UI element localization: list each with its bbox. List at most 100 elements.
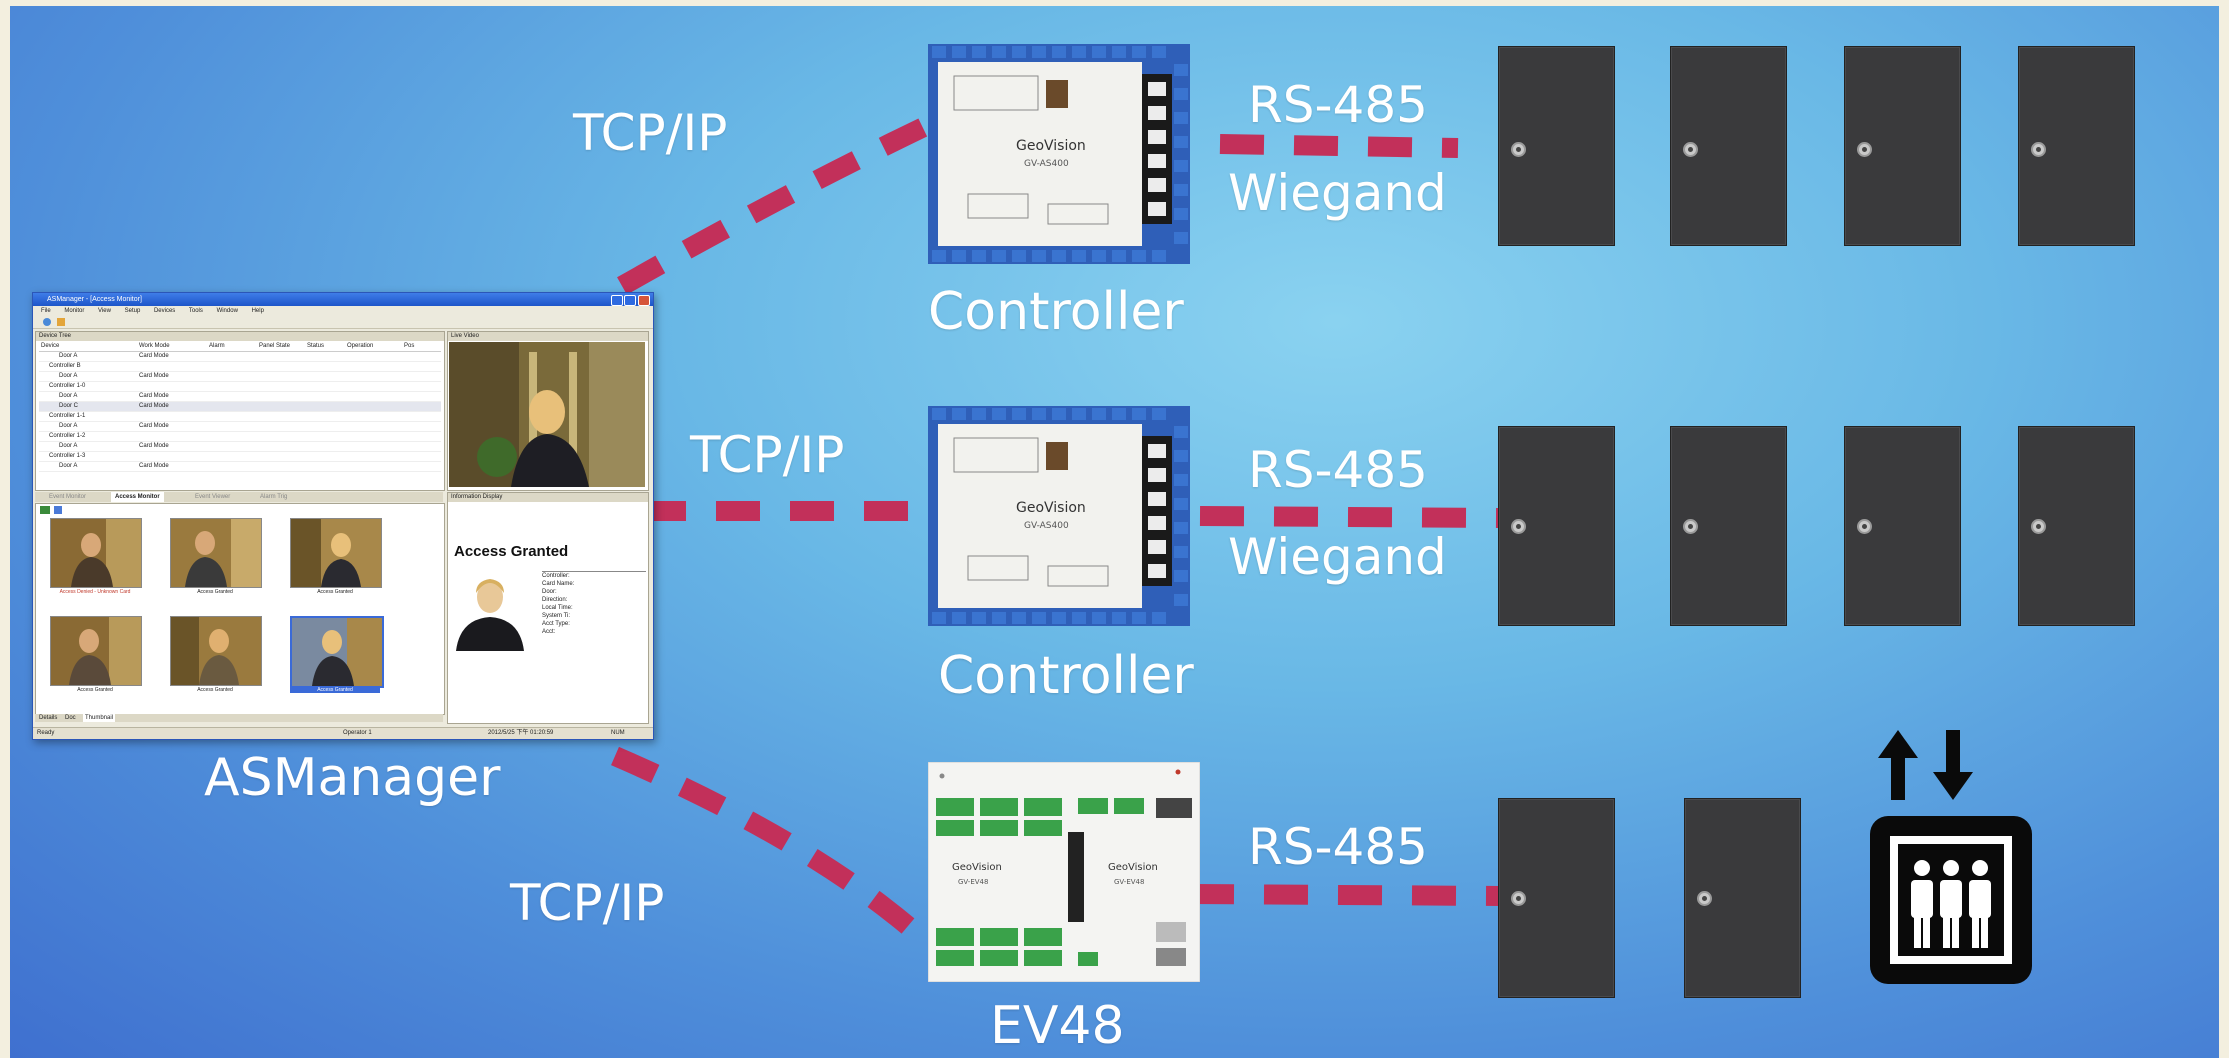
monitor-tabs: Event Monitor Access Monitor Event Viewe… — [35, 492, 443, 502]
row-device: Controller 1-0 — [49, 383, 86, 389]
row-mode: Card Mode — [139, 353, 169, 359]
row-device: Door A — [59, 393, 78, 399]
door-icon — [1684, 798, 1801, 998]
menu-help: Help — [251, 308, 264, 314]
door-knob — [1697, 891, 1712, 906]
rs485-label-2: RS-485 — [1248, 441, 1428, 499]
row-device: Door C — [59, 403, 79, 409]
window-titlebar: ASManager - [Access Monitor] — [33, 293, 653, 306]
ev48-model-text: GV-EV48 — [958, 878, 988, 886]
row-device: Door A — [59, 353, 78, 359]
row-mode: Card Mode — [139, 373, 169, 379]
row-device: Controller B — [49, 363, 81, 369]
row-device: Door A — [59, 443, 78, 449]
table-row: Controller 1-0 — [39, 382, 441, 392]
door-knob — [1857, 519, 1872, 534]
board-model-text: GV-AS400 — [1024, 521, 1069, 531]
wiegand-label-2: Wiegand — [1228, 528, 1447, 586]
menu-setup: Setup — [124, 308, 141, 314]
info-field-controller: Controller: — [542, 573, 570, 579]
info-field-door: Door: — [542, 589, 557, 595]
thumbnail-image — [170, 518, 262, 588]
door-knob — [1511, 519, 1526, 534]
status-bar: Ready Operator 1 2012/5/25 下午 01:20:59 N… — [33, 727, 653, 739]
tcpip-link-ev48 — [611, 746, 915, 934]
status-ready: Ready — [37, 730, 55, 736]
tab-access-monitor: Access Monitor — [111, 492, 164, 502]
door-icon — [1844, 46, 1961, 246]
thumbnail-caption: Access Granted — [197, 687, 233, 693]
close-button — [638, 295, 650, 306]
information-display-panel: Information Display Access Granted Contr… — [447, 492, 649, 724]
door-icon — [2018, 46, 2135, 246]
row-device: Controller 1-2 — [49, 433, 86, 439]
thumbnail-image — [50, 616, 142, 686]
access-thumbnail-panel: Access Denied - Unknown Card Access Gran… — [35, 503, 445, 715]
ev48-caption: EV48 — [990, 996, 1125, 1056]
col-status: Status — [307, 343, 325, 349]
menu-file: File — [41, 308, 51, 314]
tab-thumbnail: Thumbnail — [83, 714, 116, 722]
folder-icon — [57, 318, 65, 326]
thumbnail: Access Denied - Unknown Card — [50, 518, 142, 595]
thumbnail: Access Granted — [170, 518, 262, 595]
thumbnail-image — [290, 518, 382, 588]
thumbnail-caption: Access Granted — [197, 589, 233, 595]
col-work-mode: Work Mode — [139, 343, 170, 349]
thumbnail-caption: Access Granted — [317, 589, 353, 595]
ev48-model-text-2: GV-EV48 — [1114, 878, 1144, 886]
information-display-header: Information Display — [448, 493, 648, 502]
ev48-board: GeoVision GV-EV48 GeoVision GV-EV48 — [928, 762, 1200, 982]
door-icon — [1498, 426, 1615, 626]
info-field-direction: Direction: — [542, 597, 568, 603]
col-device: Device — [41, 343, 60, 349]
row-mode: Card Mode — [139, 463, 169, 469]
info-field-acct-type: Acct Type: — [542, 621, 570, 627]
info-field-local-time: Local Time: — [542, 605, 573, 611]
board-brand-text: GeoVision — [1016, 500, 1086, 516]
table-row: Door A Card Mode — [39, 442, 441, 452]
tcpip-label-3: TCP/IP — [510, 874, 665, 932]
row-mode: Card Mode — [139, 443, 169, 449]
device-tree-columns: Device Work Mode Alarm Panel State Statu… — [39, 342, 441, 352]
thumbnail: Access Granted — [50, 616, 142, 693]
col-panel-state: Panel State — [259, 343, 291, 349]
rs485-link-controller-2 — [1199, 506, 1501, 528]
door-icon — [1670, 426, 1787, 626]
play-icon — [40, 506, 50, 514]
door-icon — [1498, 46, 1615, 246]
table-row: Controller B — [39, 362, 441, 372]
board-brand-text: GeoVision — [1016, 138, 1086, 154]
maximize-button — [624, 295, 636, 306]
access-status: Access Granted — [454, 543, 569, 560]
row-device: Controller 1-3 — [49, 453, 86, 459]
window-title: ASManager - [Access Monitor] — [47, 296, 142, 303]
live-video-frame — [449, 342, 645, 487]
minimize-button — [611, 295, 623, 306]
live-video-header: Live Video — [448, 332, 648, 341]
status-operator: Operator 1 — [343, 730, 372, 736]
live-video-panel: Live Video — [447, 331, 649, 491]
door-knob — [1683, 142, 1698, 157]
row-mode: Card Mode — [139, 393, 169, 399]
board-model-text: GV-AS400 — [1024, 159, 1069, 169]
info-field-card-name: Card Name: — [542, 581, 575, 587]
toolbar — [33, 316, 653, 329]
cardholder-photo — [456, 579, 524, 651]
thumbnail-image — [290, 616, 384, 688]
thumbnail-caption: Access Denied - Unknown Card — [59, 589, 131, 595]
asmanager-window: ASManager - [Access Monitor] File Monito… — [32, 292, 654, 740]
elevator-icon — [1870, 730, 2032, 984]
row-mode: Card Mode — [139, 423, 169, 429]
menu-window: Window — [216, 308, 238, 314]
thumbnail: Access Granted — [170, 616, 262, 693]
tab-doc: Doc — [65, 715, 76, 721]
rs485-link-ev48 — [1189, 884, 1501, 906]
rs485-label-3: RS-485 — [1248, 818, 1428, 876]
device-tree-header: Device Tree — [36, 332, 444, 341]
menu-monitor: Monitor — [64, 308, 85, 314]
ev48-brand-text-2: GeoVision — [1108, 862, 1158, 873]
